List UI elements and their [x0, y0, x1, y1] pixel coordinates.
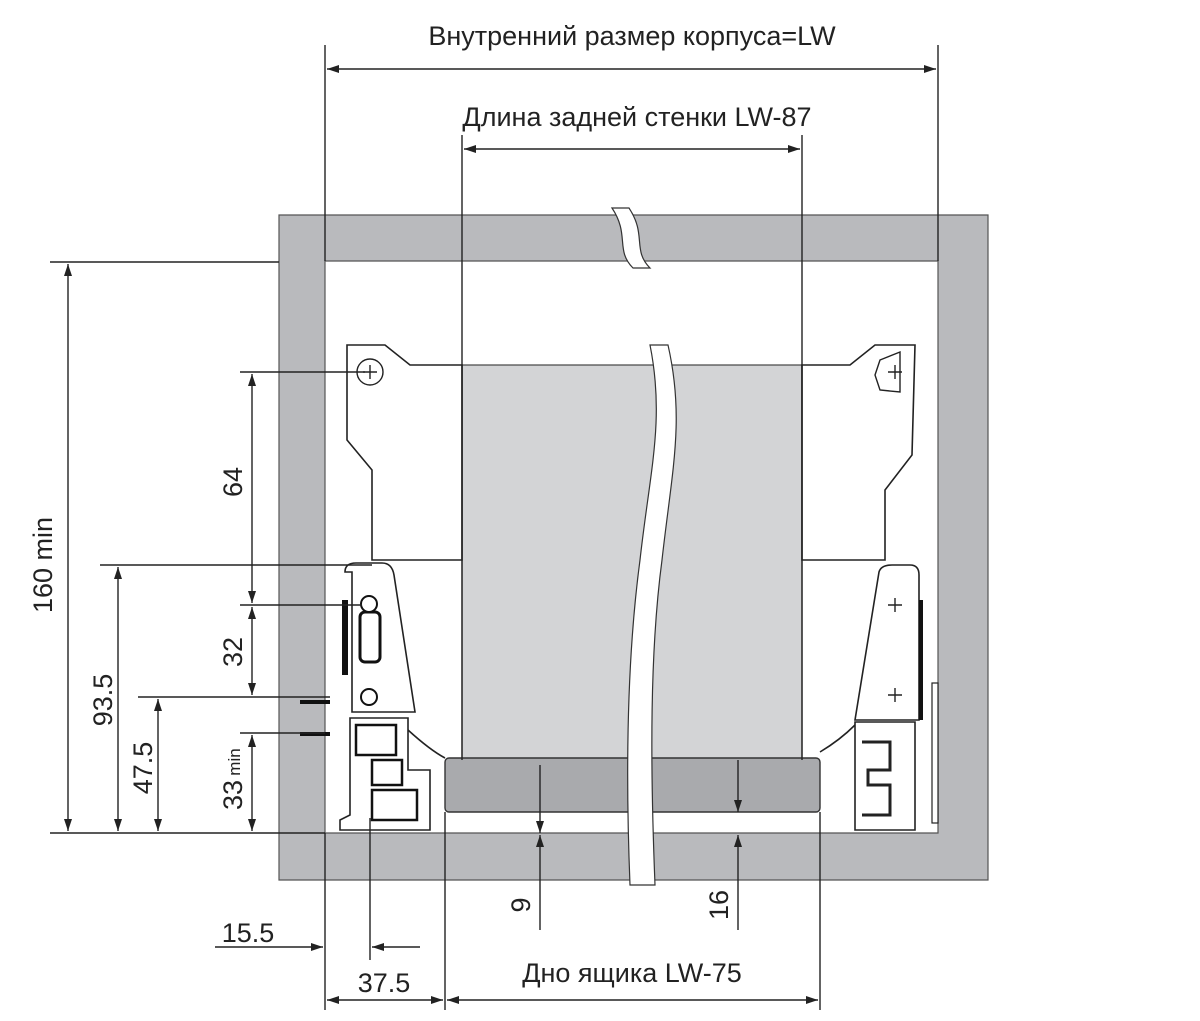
- label-15-5: 15.5: [222, 918, 275, 948]
- dimension-93-5: 93.5: [88, 564, 372, 831]
- label-64: 64: [218, 467, 248, 497]
- label-32: 32: [218, 637, 248, 667]
- dimension-back-wall: Длина задней стенки LW-87: [461, 102, 812, 760]
- label-93-5: 93.5: [88, 674, 118, 727]
- dimension-9: 9: [506, 765, 544, 930]
- cabinet-frame: [278, 214, 989, 881]
- label-160-min: 160 min: [28, 517, 58, 613]
- dimension-37-5: 37.5: [327, 812, 446, 1010]
- dimension-64-32-33: 64 32 33 min: [218, 371, 365, 831]
- break-line-body: [627, 344, 677, 886]
- label-back-wall: Длина задней стенки LW-87: [462, 102, 811, 132]
- dimension-47-5: 47.5: [128, 696, 330, 831]
- dimension-height-min: 160 min: [28, 261, 325, 834]
- break-line-top: [610, 207, 652, 269]
- dimension-16: 16: [704, 760, 742, 930]
- dimension-drawer-bottom: Дно ящика LW-75: [447, 812, 821, 1010]
- label-inner-width: Внутренний размер корпуса=LW: [428, 21, 836, 51]
- label-9: 9: [506, 897, 536, 912]
- label-47-5: 47.5: [128, 742, 158, 795]
- right-runner-assembly: [801, 344, 939, 831]
- label-33-min: min: [225, 748, 244, 775]
- dimension-inner-width: Внутренний размер корпуса=LW: [324, 21, 939, 261]
- left-runner-assembly: [300, 344, 463, 831]
- label-33: 33: [218, 780, 248, 810]
- label-37-5: 37.5: [358, 968, 411, 998]
- label-16: 16: [704, 890, 734, 920]
- label-drawer-bottom: Дно ящика LW-75: [522, 958, 742, 988]
- dimension-15-5: 15.5: [215, 818, 420, 1010]
